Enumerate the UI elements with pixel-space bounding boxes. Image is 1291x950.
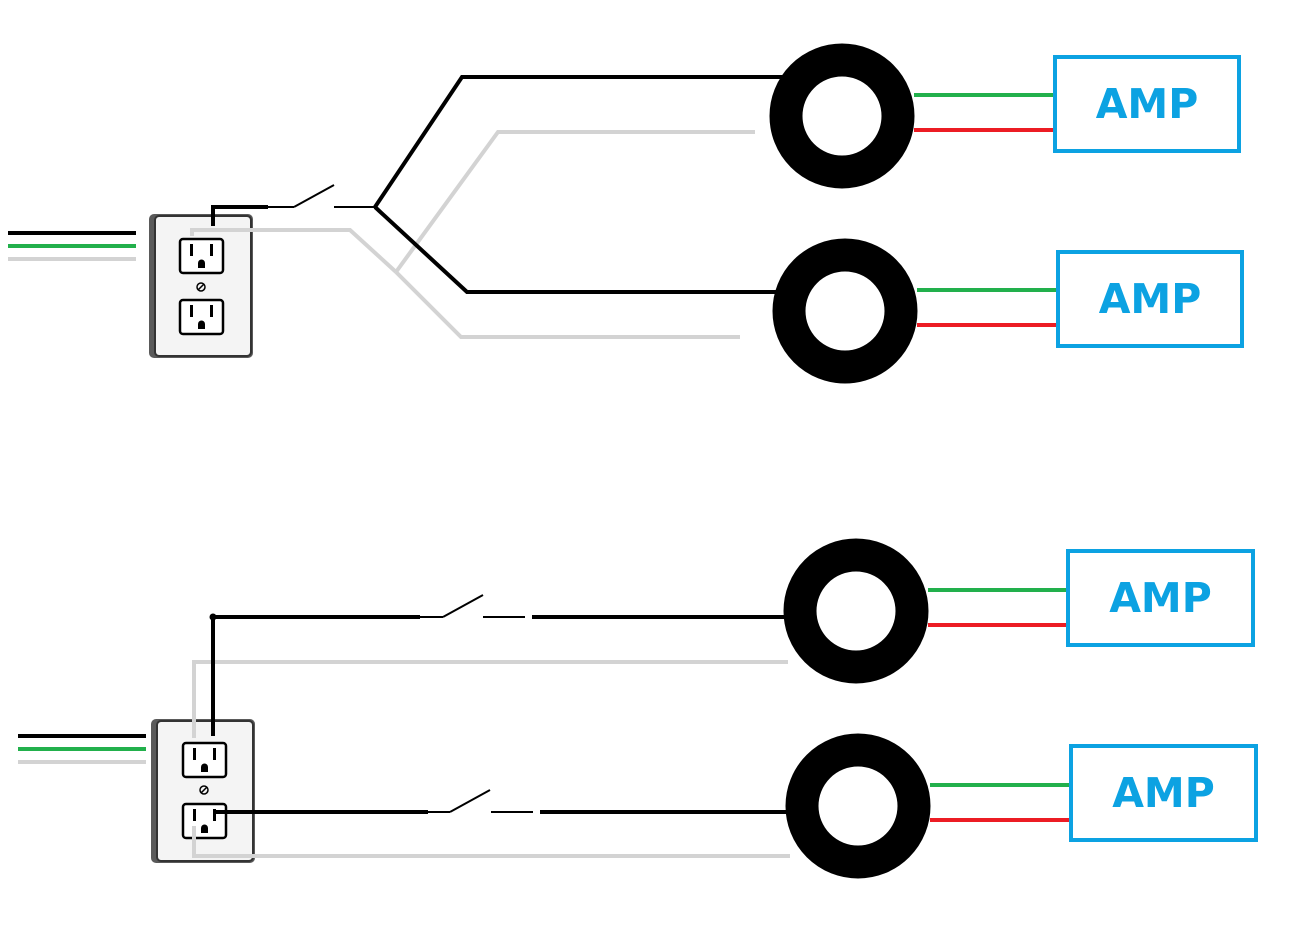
hot-branch-lower xyxy=(373,205,786,294)
outlet-slot xyxy=(210,305,213,317)
outlet-screw-icon xyxy=(196,282,206,292)
neutral-branch-lower xyxy=(394,270,740,339)
outlet-screw-icon xyxy=(199,785,209,795)
coil-ring-4 xyxy=(785,733,931,879)
outlet-ground-hole xyxy=(201,824,208,833)
amp-label: AMP xyxy=(1098,274,1202,323)
top-circuit xyxy=(8,43,1060,384)
outlet-plate xyxy=(156,720,254,862)
coil-ring-3 xyxy=(783,538,929,684)
outlet-neutral-lead xyxy=(190,228,398,274)
switch-blade xyxy=(442,594,484,618)
outlet-screw-slot xyxy=(197,283,205,291)
hot-lead-upper xyxy=(211,615,420,736)
outlet-ground-hole xyxy=(198,259,205,268)
amp-box-3: AMP xyxy=(1066,549,1255,647)
hot-branch-upper xyxy=(373,75,790,209)
amp-box-4: AMP xyxy=(1069,744,1258,842)
duplex-outlet xyxy=(151,719,255,863)
outlet-hot-lead xyxy=(211,205,268,226)
amp-box-2: AMP xyxy=(1056,250,1244,348)
outlet-ground-hole xyxy=(201,763,208,772)
neutral-lead-upper xyxy=(192,660,788,738)
coil-ring-2 xyxy=(772,238,918,384)
outlet-slot xyxy=(193,748,196,760)
duplex-outlet xyxy=(149,214,253,358)
neutral-lead-lower xyxy=(192,826,790,858)
outlet-screw-slot xyxy=(200,786,208,794)
amp-box-1: AMP xyxy=(1053,55,1241,153)
bottom-circuit xyxy=(18,538,1072,879)
amp-label: AMP xyxy=(1112,768,1215,817)
outlet-slot xyxy=(190,244,193,256)
outlet-slot xyxy=(213,748,216,760)
amp-label: AMP xyxy=(1109,573,1212,622)
outlet-slot xyxy=(213,809,216,821)
coil-ring-1 xyxy=(769,43,915,189)
outlet-slot xyxy=(210,244,213,256)
neutral-branch-upper xyxy=(394,130,755,274)
switch-blade xyxy=(293,184,335,208)
amp-label: AMP xyxy=(1095,79,1199,128)
outlet-ground-hole xyxy=(198,320,205,329)
switch-blade xyxy=(449,789,491,813)
outlet-slot xyxy=(190,305,193,317)
wire-junction-dot xyxy=(209,613,217,621)
outlet-slot xyxy=(193,809,196,821)
